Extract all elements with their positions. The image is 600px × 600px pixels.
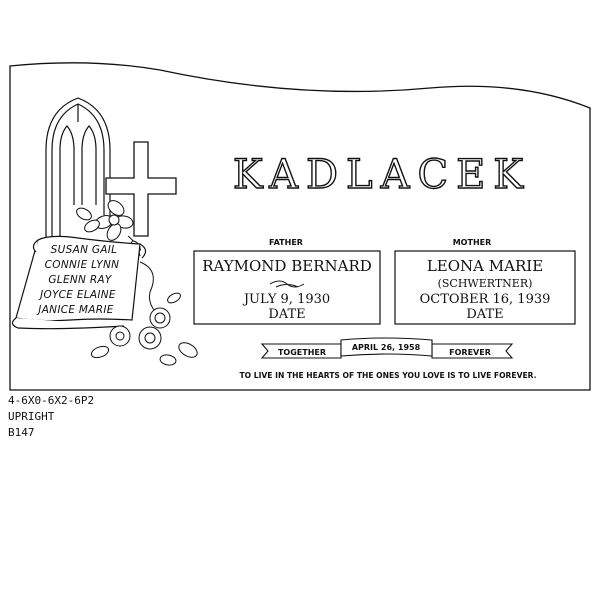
father-birth-date: JULY 9, 1930 bbox=[242, 292, 330, 307]
banner-right: FOREVER bbox=[449, 348, 491, 357]
spec-code: B147 bbox=[8, 426, 35, 439]
banner-date: APRIL 26, 1958 bbox=[352, 343, 421, 352]
father-death-date: DATE bbox=[268, 307, 305, 322]
mother-death-date: DATE bbox=[466, 307, 503, 322]
father-heading: FATHER bbox=[269, 238, 303, 247]
child-name: CONNIE LYNN bbox=[45, 259, 120, 271]
ornament-icon bbox=[269, 280, 305, 288]
gothic-window-icon bbox=[45, 97, 111, 260]
spec-size: 4-6X0-6X2-6P2 bbox=[8, 394, 94, 407]
child-name: JANICE MARIE bbox=[36, 304, 113, 316]
mother-panel bbox=[394, 250, 576, 325]
scroll-icon bbox=[11, 235, 147, 330]
mother-birth-date: OCTOBER 16, 1939 bbox=[420, 292, 551, 307]
mother-name: LEONA MARIE bbox=[427, 257, 543, 275]
child-name: GLENN RAY bbox=[48, 274, 113, 286]
father-panel bbox=[193, 250, 381, 325]
banner-left: TOGETHER bbox=[278, 348, 326, 357]
child-name: SUSAN GAIL bbox=[51, 244, 118, 256]
mother-maiden-name: (SCHWERTNER) bbox=[438, 277, 533, 290]
father-name: RAYMOND BERNARD bbox=[202, 257, 372, 275]
surname: KADLACEK bbox=[233, 152, 531, 198]
child-name: JOYCE ELAINE bbox=[38, 289, 116, 301]
epitaph: TO LIVE IN THE HEARTS OF THE ONES YOU LO… bbox=[239, 371, 536, 380]
banner-ribbon bbox=[260, 337, 514, 359]
mother-heading: MOTHER bbox=[453, 238, 492, 247]
flower-icon bbox=[90, 261, 198, 366]
spec-style: UPRIGHT bbox=[8, 410, 55, 423]
stone-outline bbox=[9, 62, 591, 391]
cross-icon bbox=[105, 141, 177, 237]
